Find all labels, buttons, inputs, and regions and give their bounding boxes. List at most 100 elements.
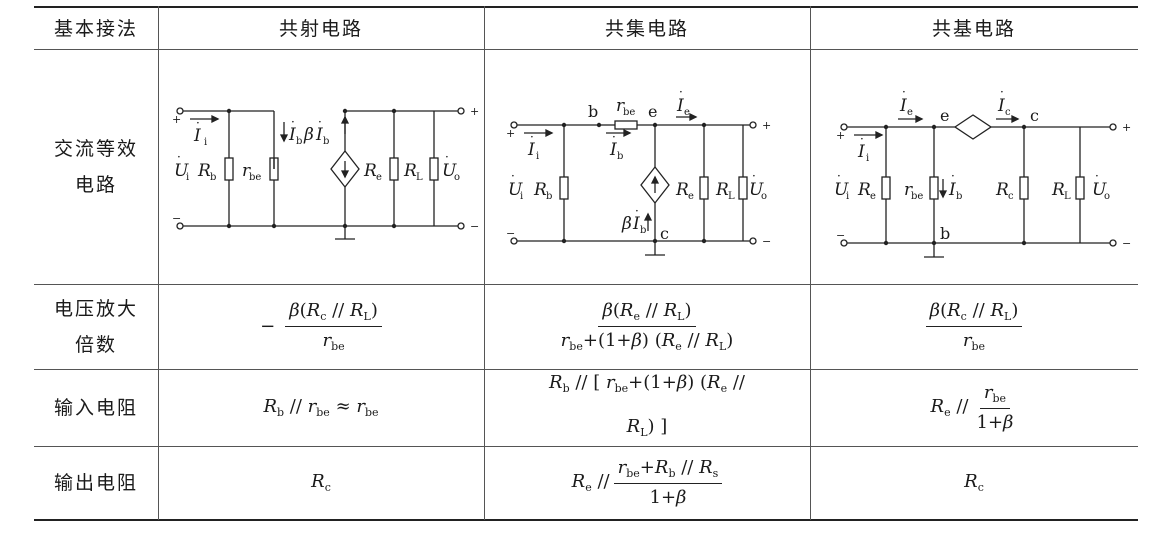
label-beta: β bbox=[303, 125, 314, 145]
minus-sign: − bbox=[172, 212, 181, 225]
col-divider bbox=[158, 6, 159, 520]
plus-sign: + bbox=[506, 127, 515, 140]
subscript: c bbox=[960, 310, 967, 323]
row-label-input-resistance: 输入电阻 bbox=[53, 396, 138, 419]
one-plus: 1+ bbox=[976, 412, 1004, 433]
numerator: β(Re // RL) bbox=[598, 300, 696, 327]
subscript: be bbox=[971, 340, 986, 353]
dot-mark: · bbox=[951, 169, 955, 183]
dot-mark: · bbox=[318, 115, 322, 129]
numerator: β(Rc // RL) bbox=[285, 300, 382, 327]
subscript: e bbox=[720, 381, 728, 395]
fraction: β(Re // RL) rbe+(1+β) (Re // RL) bbox=[557, 300, 738, 353]
numerator: β(Rc // RL) bbox=[925, 300, 1023, 327]
cc-output-resistance-formula: Re // rbe+Rb // Rs 1+β bbox=[484, 446, 810, 519]
subscript: L bbox=[416, 172, 423, 183]
plus-sign: + bbox=[172, 113, 181, 126]
label-Ib: I bbox=[315, 125, 323, 145]
R: R bbox=[306, 300, 321, 321]
label-rbe: r bbox=[242, 161, 251, 181]
subscript: e bbox=[675, 340, 682, 353]
minus-sign: − bbox=[260, 316, 276, 337]
cb-equivalent-circuit: + − + − e c b I e · I c · I i · U i · R … bbox=[834, 85, 1131, 258]
plus-sign: + bbox=[836, 129, 845, 142]
minus-sign: − bbox=[470, 220, 479, 233]
cc-voltage-gain-formula: β(Re // RL) rbe+(1+β) (Re // RL) bbox=[484, 284, 810, 369]
subscript: e bbox=[633, 310, 640, 323]
subscript: be bbox=[316, 406, 330, 419]
label-beta: β bbox=[621, 214, 632, 234]
R: R bbox=[349, 300, 364, 321]
parallel: // bbox=[289, 396, 302, 417]
fraction: β(Rc // RL) rbe bbox=[285, 300, 382, 353]
paren: ( bbox=[299, 300, 307, 321]
cc-input-resistance-formula: Rb // [ rbe+(1+β) (Re // RL) ] bbox=[484, 369, 810, 446]
paren: ) bbox=[641, 330, 649, 351]
node-c: c bbox=[660, 224, 669, 243]
label-Ic: I bbox=[997, 96, 1005, 116]
paren: ) bbox=[1011, 300, 1019, 321]
r: r bbox=[962, 330, 972, 351]
beta: β bbox=[676, 371, 688, 393]
one-plus: 1+ bbox=[650, 371, 677, 393]
fraction: rbe+Rb // Rs 1+β bbox=[613, 457, 723, 508]
subscript: b bbox=[640, 225, 646, 236]
label-Uo: U bbox=[442, 161, 457, 181]
row-label-equiv-circuit: 交流等效 电路 bbox=[34, 49, 158, 284]
minus-sign: − bbox=[1122, 237, 1131, 250]
denominator: rbe+(1+β) (Re // RL) bbox=[560, 330, 734, 353]
node-e: e bbox=[940, 106, 949, 125]
dot-mark: · bbox=[860, 132, 864, 146]
plus-sign: + bbox=[1122, 121, 1131, 134]
subscript: o bbox=[761, 191, 767, 202]
dot-mark: · bbox=[635, 204, 639, 218]
parallel: // bbox=[972, 300, 985, 321]
subscript: be bbox=[249, 172, 261, 183]
parallel: // bbox=[597, 471, 610, 492]
subscript: i bbox=[186, 172, 189, 183]
one-plus: 1+ bbox=[604, 330, 632, 351]
numerator: rbe bbox=[979, 382, 1011, 409]
subscript: o bbox=[1104, 191, 1110, 202]
label-Rb: R bbox=[533, 180, 547, 200]
subscript: c bbox=[1008, 191, 1014, 202]
parallel: // bbox=[732, 371, 745, 393]
subscript: c bbox=[977, 481, 984, 494]
table-bottom-rule bbox=[34, 519, 1138, 521]
header-col-connection: 基本接法 bbox=[53, 18, 138, 40]
subscript: L bbox=[718, 340, 727, 353]
subscript: e bbox=[907, 107, 913, 118]
R: R bbox=[654, 457, 669, 478]
R: R bbox=[263, 396, 277, 417]
subscript: i bbox=[866, 153, 869, 164]
beta: β bbox=[631, 330, 642, 351]
dot-mark: · bbox=[445, 150, 449, 164]
minus-sign: − bbox=[762, 235, 771, 248]
label-Uo: U bbox=[1092, 180, 1107, 200]
col-divider bbox=[484, 6, 485, 520]
header-col-cb: 共基电路 bbox=[931, 18, 1016, 40]
label-line: 电路 bbox=[74, 173, 117, 196]
R: R bbox=[661, 330, 676, 351]
row-divider bbox=[34, 284, 1138, 285]
beta: β bbox=[602, 300, 613, 321]
subscript: e bbox=[376, 172, 382, 183]
subscript: o bbox=[454, 172, 460, 183]
label-Re: R bbox=[363, 161, 377, 181]
cb-input-resistance-formula: Re // rbe 1+β bbox=[810, 369, 1138, 446]
subscript: L bbox=[1004, 310, 1012, 323]
label-Ie: I bbox=[676, 96, 684, 116]
beta: β bbox=[676, 487, 687, 508]
subscript: b bbox=[296, 136, 302, 147]
r: r bbox=[322, 330, 332, 351]
subscript: i bbox=[536, 151, 539, 162]
R: R bbox=[705, 330, 719, 351]
dot-mark: · bbox=[196, 116, 200, 130]
node-e: e bbox=[648, 102, 657, 121]
beta: β bbox=[1003, 412, 1014, 433]
subscript: L bbox=[363, 310, 371, 323]
subscript: e bbox=[870, 191, 876, 202]
subscript: b bbox=[323, 136, 329, 147]
comparison-table: 基本接法 共射电路 共集电路 共基电路 交流等效 电路 bbox=[34, 6, 1138, 521]
R: R bbox=[990, 300, 1004, 321]
